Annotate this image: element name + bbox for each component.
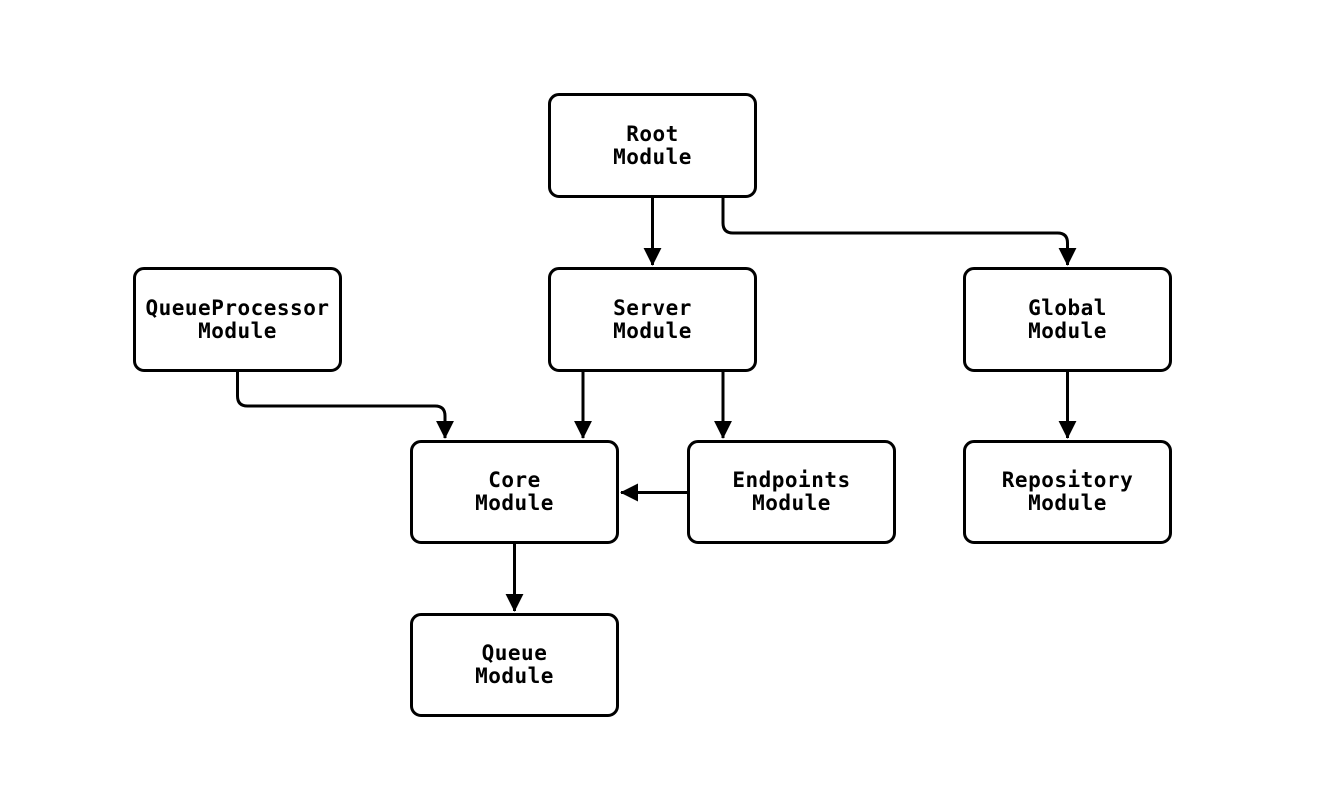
node-endpoints-module-label: Endpoints Module <box>732 468 851 515</box>
node-global-module-label: Global Module <box>1028 295 1107 343</box>
node-repository-module: Repository Module <box>963 440 1172 544</box>
node-queueprocessor-module: QueueProcessor Module <box>133 267 342 372</box>
node-core-module: Core Module <box>410 440 619 544</box>
node-server-module-label: Server Module <box>613 295 692 343</box>
edge-root-to-global <box>721 198 1077 266</box>
node-core-module-label: Core Module <box>475 468 554 515</box>
node-server-module: Server Module <box>548 267 757 372</box>
node-repository-module-label: Repository Module <box>1001 468 1134 515</box>
edge-queueprocessor-to-core <box>236 372 454 439</box>
node-global-module: Global Module <box>963 267 1172 372</box>
node-queue-module: Queue Module <box>410 613 619 717</box>
node-root-module: Root Module <box>548 93 757 198</box>
node-queue-module-label: Queue Module <box>475 641 554 688</box>
node-endpoints-module: Endpoints Module <box>687 440 896 544</box>
node-queueprocessor-module-label: QueueProcessor Module <box>145 295 330 343</box>
node-root-module-label: Root Module <box>613 121 692 169</box>
